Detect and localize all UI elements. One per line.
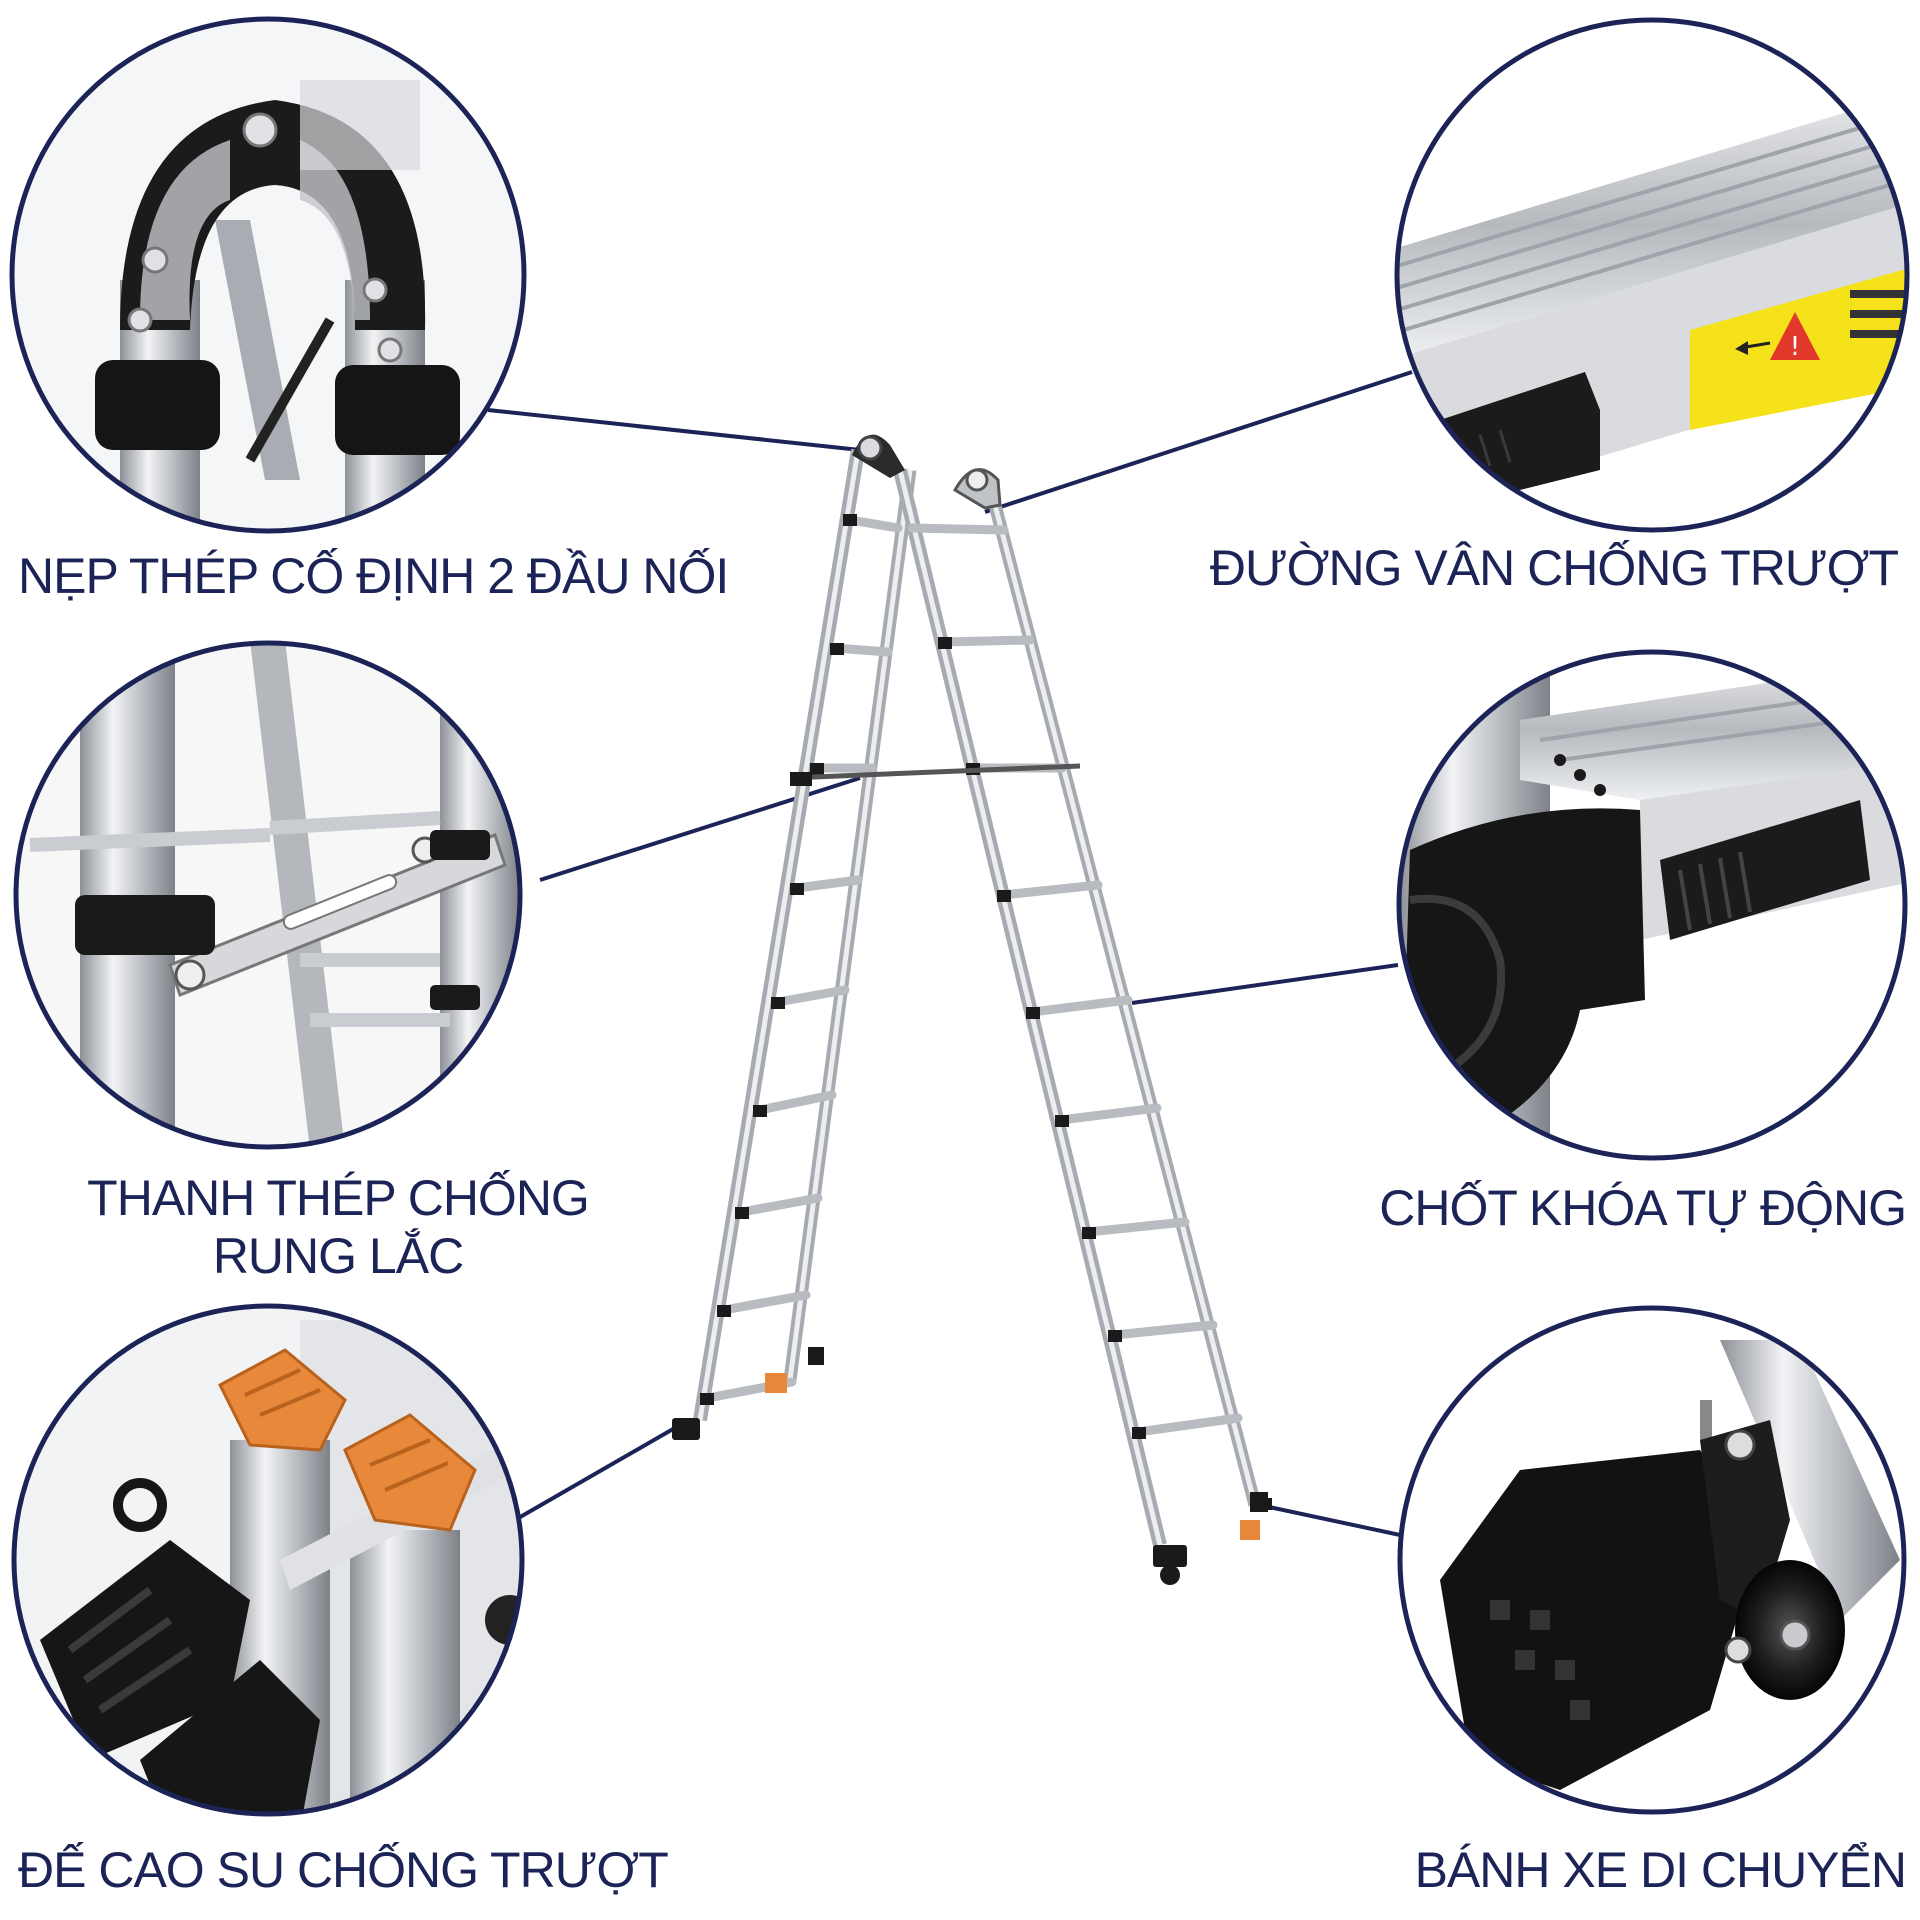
detail-circle-wheel — [1397, 1305, 1907, 1815]
label-wheels: BÁNH XE DI CHUYỂN — [1414, 1842, 1907, 1898]
detail-circle-auto-lock — [1396, 649, 1908, 1161]
label-steel-brace-connectors: NẸP THÉP CỐ ĐỊNH 2 ĐẦU NỐI — [18, 548, 729, 604]
detail-circle-hinge — [9, 16, 527, 534]
arrow-left-icon — [1735, 341, 1771, 355]
detail-circle-rubber-feet — [11, 1303, 525, 1817]
svg-text:!: ! — [1790, 332, 1800, 362]
warning-triangle-icon: ! — [1770, 312, 1820, 362]
telescopic-a-frame-ladder — [672, 434, 1272, 1585]
label-anti-sway-bar: THANH THÉP CHỐNG RUNG LẮC — [87, 1170, 590, 1284]
label-anti-slip-grooves: ĐƯỜNG VÂN CHỐNG TRƯỢT — [1209, 540, 1899, 596]
leader-lines — [487, 370, 1413, 1537]
detail-circle-anti-slip-rung: ! — [1394, 17, 1910, 533]
label-rubber-feet: ĐẾ CAO SU CHỐNG TRƯỢT — [18, 1842, 669, 1898]
detail-circle-stabilizer — [13, 640, 523, 1150]
label-auto-lock: CHỐT KHÓA TỰ ĐỘNG — [1379, 1180, 1907, 1236]
